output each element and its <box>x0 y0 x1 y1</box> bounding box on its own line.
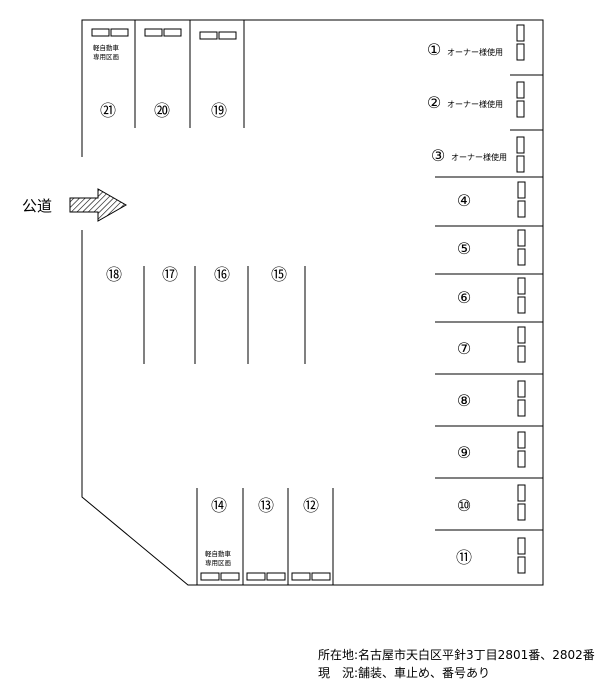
space-number-20: ⑳ <box>154 101 170 120</box>
car-stop <box>516 24 525 42</box>
car-stop <box>517 537 526 555</box>
car-stop <box>517 380 526 398</box>
road-entrance-arrow <box>69 188 128 222</box>
space-number-10: ⑩ <box>457 496 471 515</box>
car-stop <box>517 556 526 574</box>
car-stop <box>246 572 266 581</box>
space-number-6: ⑥ <box>457 288 471 307</box>
condition-line: 現 況:舗装、車止め、番号あり <box>318 666 491 680</box>
space-number-5: ⑤ <box>457 239 471 258</box>
space-number-14: ⑭ <box>211 496 227 515</box>
car-stop <box>517 399 526 417</box>
car-stop <box>218 31 237 40</box>
car-stop <box>517 431 526 449</box>
space-number-3: ③ <box>431 146 445 165</box>
space-number-19: ⑲ <box>211 101 227 120</box>
car-stop <box>516 100 525 118</box>
space-number-9: ⑨ <box>457 443 471 462</box>
space-number-4: ④ <box>457 191 471 210</box>
space-number-21: ㉑ <box>100 101 116 120</box>
car-stop <box>516 81 525 99</box>
space-number-17: ⑰ <box>162 265 178 284</box>
space-number-11: ⑪ <box>456 548 472 567</box>
space-number-12: ⑫ <box>303 496 319 515</box>
car-stop <box>517 484 526 502</box>
car-stop <box>291 572 311 581</box>
car-stop <box>163 28 182 37</box>
space-number-2: ② <box>427 93 441 112</box>
car-stop <box>516 43 525 61</box>
car-stop <box>517 503 526 521</box>
car-stop <box>517 277 526 295</box>
car-stop <box>266 572 286 581</box>
space-number-16: ⑯ <box>214 265 230 284</box>
car-stop <box>517 248 526 266</box>
car-stop <box>110 28 129 37</box>
compact-label-top-line1: 軽自動車 <box>93 43 120 52</box>
car-stop <box>517 229 526 247</box>
car-stop <box>517 200 526 218</box>
owner-label-1: オーナー様使用 <box>447 47 503 57</box>
car-stop <box>517 181 526 199</box>
space-number-13: ⑬ <box>258 496 274 515</box>
car-stop <box>517 296 526 314</box>
space-number-15: ⑮ <box>271 265 287 284</box>
owner-label-3: オーナー様使用 <box>451 152 507 162</box>
car-stop <box>91 28 110 37</box>
car-stop <box>200 572 220 581</box>
car-stop <box>199 31 218 40</box>
space-number-18: ⑱ <box>106 265 122 284</box>
car-stop <box>517 450 526 468</box>
car-stop <box>516 136 525 154</box>
compact-label-bottom-line1: 軽自動車 <box>205 549 232 558</box>
owner-label-2: オーナー様使用 <box>447 99 503 109</box>
address-line: 所在地:名古屋市天白区平針3丁目2801番、2802番 <box>318 648 595 662</box>
car-stop <box>144 28 163 37</box>
car-stop <box>517 326 526 344</box>
car-stop <box>517 345 526 363</box>
car-stop <box>311 572 331 581</box>
car-stop <box>220 572 240 581</box>
space-number-8: ⑧ <box>457 391 471 410</box>
space-number-1: ① <box>427 40 441 59</box>
road-label: 公道 <box>22 197 52 215</box>
lot-boundary <box>81 19 544 586</box>
compact-label-bottom-line2: 専用区画 <box>205 558 231 567</box>
space-number-7: ⑦ <box>457 339 471 358</box>
compact-label-top-line2: 専用区画 <box>93 52 119 61</box>
car-stop <box>516 155 525 173</box>
